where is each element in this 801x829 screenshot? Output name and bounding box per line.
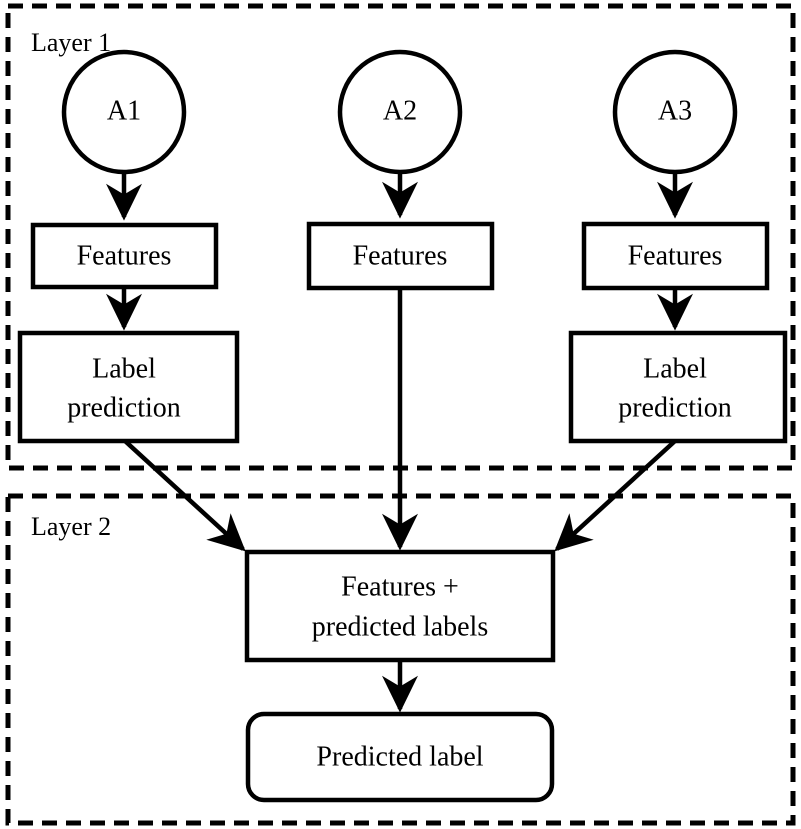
node-predicted-label-output[interactable]: [245, 711, 555, 803]
edge-label-right-combined-arrow: [554, 439, 677, 552]
layer-2-label: Layer 2: [31, 512, 111, 541]
node-label-prediction-left-line2: prediction: [67, 392, 181, 423]
node-features-middle[interactable]: [306, 221, 495, 291]
node-combined-features-labels[interactable]: [244, 549, 556, 663]
node-features-left[interactable]: [30, 222, 219, 290]
node-predicted-label-output-label: Predicted label: [316, 741, 483, 772]
node-agent-a3[interactable]: [612, 49, 738, 175]
node-combined-line2: predicted labels: [312, 611, 488, 642]
node-features-left-label: Features: [77, 240, 172, 271]
node-label-prediction-left-line1: Label: [92, 353, 156, 384]
node-features-middle-label: Features: [353, 240, 448, 271]
node-label-prediction-right-line1: Label: [643, 353, 707, 384]
node-agent-a1[interactable]: [61, 49, 187, 175]
layer-1-label: Layer 1: [31, 28, 111, 57]
node-agent-a2[interactable]: [337, 49, 463, 175]
node-agent-a2-label: A2: [383, 95, 417, 126]
node-features-right[interactable]: [581, 221, 770, 291]
edge-label-left-combined-arrow: [123, 439, 246, 552]
node-label-prediction-right[interactable]: [568, 330, 788, 444]
node-label-prediction-left[interactable]: [17, 330, 240, 444]
node-combined-line1: Features +: [341, 571, 459, 602]
node-label-prediction-right-line2: prediction: [618, 392, 732, 423]
node-agent-a1-label: A1: [107, 95, 141, 126]
node-agent-a3-label: A3: [658, 95, 692, 126]
node-features-right-label: Features: [628, 240, 723, 271]
